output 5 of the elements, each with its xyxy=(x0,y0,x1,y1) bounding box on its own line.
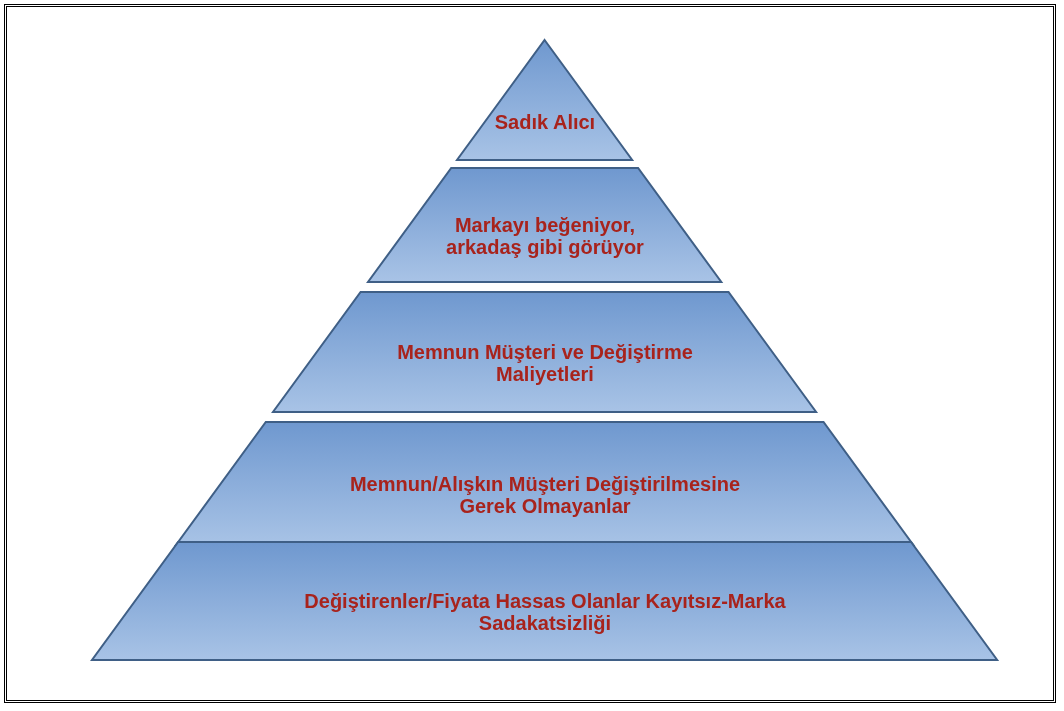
tier-label: Memnun Müşteri ve Değiştirme Maliyetleri xyxy=(396,341,694,385)
tier-label: Markayı beğeniyor, arkadaş gibi görüyor xyxy=(445,214,645,258)
tier-label: Memnun/Alışkın Müşteri Değiştirilmesine Gerek Olmayanlar xyxy=(348,472,742,517)
tier-label: Değiştirenler/Fiyata Hassas Olanlar Kayıtsız-Marka Sadakatsizliği xyxy=(303,590,787,634)
tier-label: Sadık Alıcı xyxy=(493,110,597,133)
